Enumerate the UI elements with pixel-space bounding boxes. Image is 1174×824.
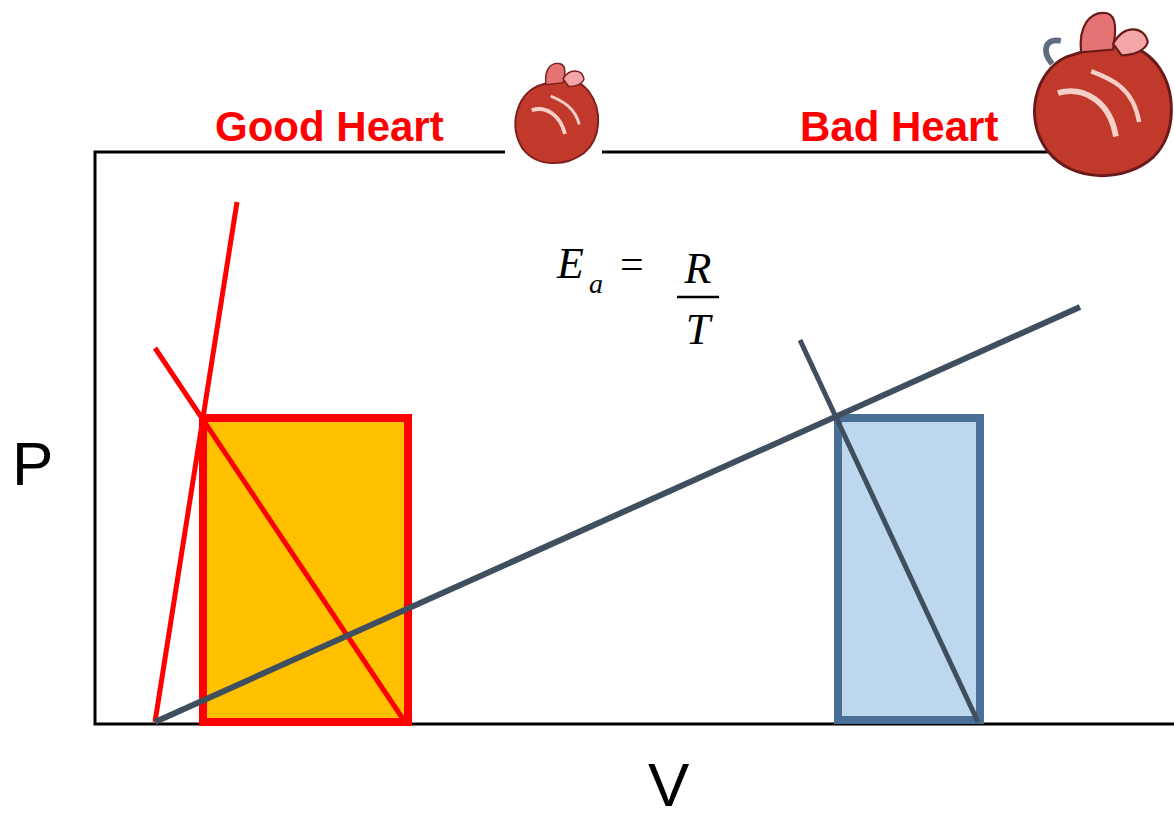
formula-denominator: T bbox=[686, 304, 710, 355]
enlarged-heart-icon bbox=[1034, 13, 1171, 176]
heart-title: Good Heart bbox=[215, 103, 444, 151]
bad-espvr-line bbox=[155, 307, 1080, 722]
heart-icon bbox=[515, 63, 598, 163]
formula-subscript: a bbox=[589, 268, 603, 300]
formula-numerator: R bbox=[685, 243, 712, 294]
fraction-bar bbox=[677, 296, 719, 299]
good-espvr-line bbox=[155, 202, 237, 722]
axis-label: V bbox=[648, 749, 689, 820]
axis-label: P bbox=[12, 428, 53, 499]
heart-title: Bad Heart bbox=[800, 103, 998, 151]
bad-ea-line bbox=[800, 340, 978, 722]
formula-symbol: E bbox=[557, 238, 584, 289]
plot-frame bbox=[95, 152, 1174, 724]
formula-equals: = bbox=[620, 240, 644, 288]
plot-frame-top bbox=[602, 151, 1048, 154]
